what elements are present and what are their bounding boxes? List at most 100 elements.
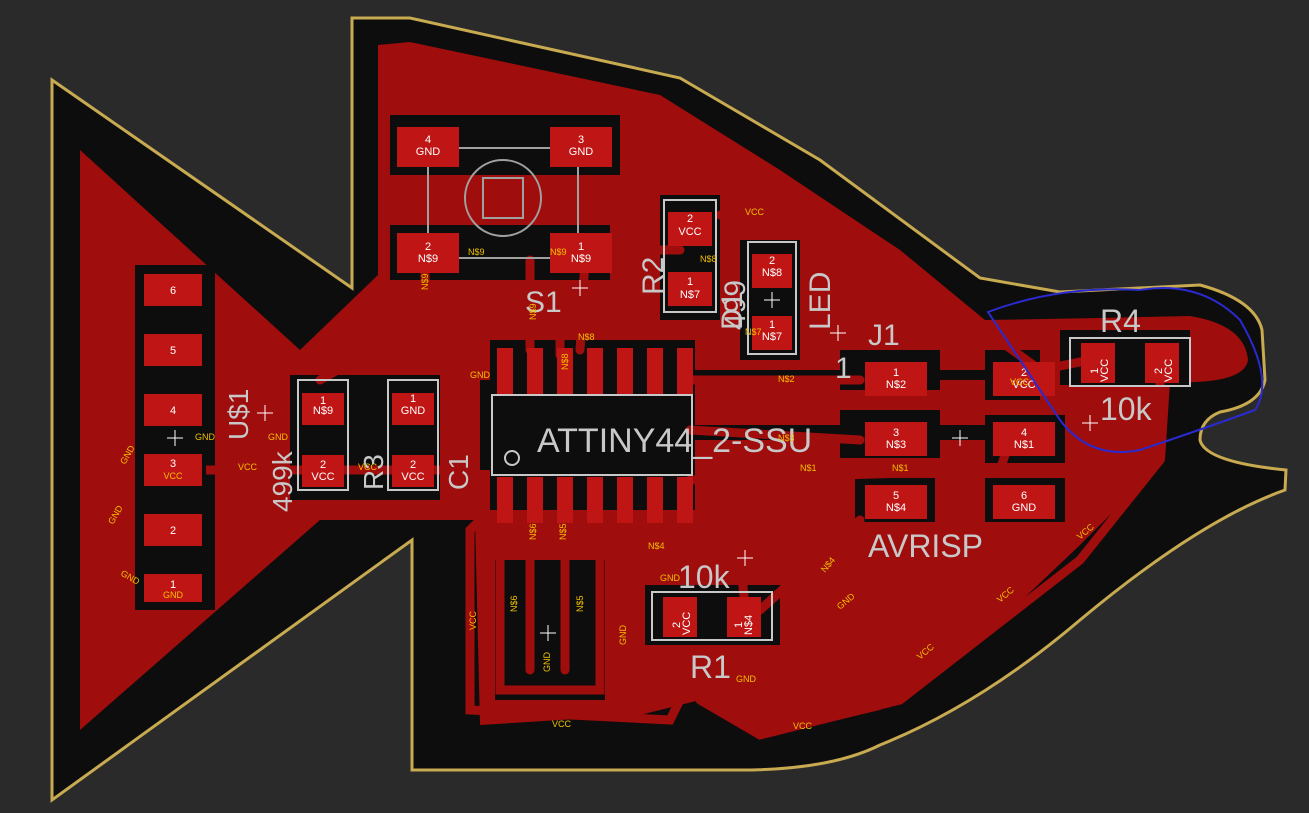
j1-pad[interactable]: 1 N$2 bbox=[865, 362, 927, 396]
pad-net: VCC bbox=[311, 471, 334, 483]
s1-switch[interactable]: 4 GND 3 GND 2 N$9 1 N$9 S1 bbox=[397, 127, 612, 319]
u1-value-label: 499k bbox=[267, 450, 298, 512]
net-label: VCC bbox=[552, 719, 572, 729]
pad-number: 1 bbox=[687, 276, 693, 288]
net-label: N$9 bbox=[528, 303, 538, 320]
pad-number: 2 bbox=[425, 241, 431, 253]
j1-value-label: AVRISP bbox=[868, 528, 983, 564]
j1-pad[interactable]: 3 N$3 bbox=[865, 422, 927, 456]
j1-name-label: J1 bbox=[868, 319, 900, 352]
net-label: VCC bbox=[238, 462, 258, 472]
u1-name-label: U$1 bbox=[223, 389, 254, 440]
d1-led[interactable]: 2 N$8 1 N$7 D1 LED bbox=[716, 241, 837, 355]
pad-net: GND bbox=[163, 590, 184, 600]
pad-net: N$9 bbox=[571, 253, 591, 265]
pad-number: 3 bbox=[170, 458, 176, 470]
c1-capacitor[interactable]: 1 GND 2 VCC C1 bbox=[387, 379, 474, 491]
pad-net: GND bbox=[1012, 502, 1037, 514]
net-label: N$9 bbox=[468, 247, 485, 257]
r1-resistor[interactable]: 2 VCC 1 N$4 10k R1 bbox=[651, 559, 773, 685]
pad-number: 4 bbox=[425, 134, 431, 146]
net-label: N$4 bbox=[648, 541, 665, 551]
net-label: N$6 bbox=[528, 523, 538, 540]
c1-name-label: C1 bbox=[443, 454, 474, 490]
net-label: GND bbox=[660, 573, 681, 583]
pad-number: 2 bbox=[410, 459, 416, 471]
ftdi-pad[interactable]: 3 VCC bbox=[140, 450, 206, 490]
j1-pad[interactable]: 5 N$4 bbox=[865, 485, 927, 519]
r4-value-label: 10k bbox=[1100, 391, 1153, 427]
ftdi-pad[interactable]: 6 bbox=[140, 270, 206, 310]
net-label: GND bbox=[618, 625, 628, 646]
pad-net: N$3 bbox=[886, 439, 906, 451]
pad-net: VCC bbox=[1012, 379, 1035, 391]
r2-resistor[interactable]: 2 VCC 1 N$7 R2 499 bbox=[637, 199, 752, 330]
s1-name-label: S1 bbox=[525, 286, 562, 319]
net-label: VCC bbox=[468, 610, 478, 630]
j1-pad[interactable]: 6 GND bbox=[993, 485, 1055, 519]
ftdi-pad[interactable]: 1 GND bbox=[140, 570, 206, 606]
ic1-attiny44[interactable]: ATTINY44_2-SSU bbox=[491, 348, 812, 523]
s1-pad[interactable]: 1 N$9 bbox=[550, 233, 612, 273]
s1-pad[interactable]: 4 GND bbox=[397, 127, 459, 167]
pad-net: VCC bbox=[678, 226, 701, 238]
net-label: N$9 bbox=[550, 247, 567, 257]
net-label: GND bbox=[195, 432, 216, 442]
pad-number: 1 bbox=[170, 579, 176, 591]
pad-number: 2 bbox=[320, 459, 326, 471]
pad-number: 6 bbox=[170, 285, 176, 297]
ftdi-pad[interactable]: 5 bbox=[140, 330, 206, 370]
j1-avrisp-header[interactable]: 1 N$2 2 VCC 3 N$3 4 N$1 5 N$4 6 GND J1 bbox=[835, 319, 1055, 564]
pad-net: VCC bbox=[163, 471, 183, 481]
copper-traces bbox=[195, 210, 1165, 740]
pad-number: 1 bbox=[578, 241, 584, 253]
pad-net: VCC bbox=[681, 612, 693, 635]
r2-name-label: R2 bbox=[637, 257, 670, 295]
net-label: GND bbox=[470, 370, 491, 380]
pad-net: N$9 bbox=[313, 405, 333, 417]
pad-number: 2 bbox=[1021, 367, 1027, 379]
j1-pin1-marker: 1 bbox=[835, 352, 852, 385]
ic1-pins-top bbox=[497, 348, 693, 394]
net-label: N$5 bbox=[558, 523, 568, 540]
net-label: N$3 bbox=[778, 433, 795, 443]
net-label: VCC bbox=[358, 462, 378, 472]
ic1-name-label: ATTINY44_2-SSU bbox=[537, 422, 812, 460]
r2-value-label: 499 bbox=[719, 280, 752, 330]
origin-markers bbox=[167, 280, 1098, 641]
pad-net: VCC bbox=[1163, 359, 1175, 382]
pad-number: 5 bbox=[893, 490, 899, 502]
net-label: GND bbox=[542, 652, 552, 673]
pad-number: 3 bbox=[578, 134, 584, 146]
net-label: N$8 bbox=[578, 332, 595, 342]
net-label: N$1 bbox=[800, 463, 817, 473]
ftdi-pad[interactable]: 2 bbox=[140, 510, 206, 550]
pad-number: 1 bbox=[410, 393, 416, 405]
net-label: N$6 bbox=[509, 595, 519, 612]
d1-value-label: LED bbox=[804, 272, 837, 330]
pad-net: VCC bbox=[1099, 359, 1111, 382]
pad-net: N$2 bbox=[886, 379, 906, 391]
r1-name-label: R1 bbox=[690, 649, 731, 685]
net-label: VCC bbox=[745, 207, 765, 217]
pad-net: N$1 bbox=[1014, 439, 1034, 451]
r3-resistor[interactable]: 1 N$9 2 VCC R3 bbox=[297, 379, 389, 491]
pad-number: 3 bbox=[893, 427, 899, 439]
pad-number: 4 bbox=[170, 405, 176, 417]
selection-lasso bbox=[986, 287, 1264, 453]
s1-pad[interactable]: 3 GND bbox=[550, 127, 612, 167]
pad-net: GND bbox=[569, 146, 594, 158]
ftdi-header[interactable]: 6 5 4 3 VCC 2 1 GND U$1 499k bbox=[140, 270, 298, 606]
ftdi-pad[interactable]: 4 bbox=[140, 390, 206, 430]
net-label: VCC bbox=[1010, 377, 1030, 387]
s1-pad[interactable]: 2 N$9 bbox=[397, 233, 459, 273]
pad-number: 6 bbox=[1021, 490, 1027, 502]
r1-value-label: 10k bbox=[678, 559, 731, 595]
pad-number: 1 bbox=[769, 319, 775, 331]
net-label: N$1 bbox=[892, 463, 909, 473]
r4-resistor[interactable]: 1 VCC 2 VCC R4 10k bbox=[1069, 303, 1191, 427]
j1-pad[interactable]: 4 N$1 bbox=[993, 422, 1055, 456]
pad-number: 1 bbox=[893, 367, 899, 379]
pad-net: GND bbox=[416, 146, 441, 158]
